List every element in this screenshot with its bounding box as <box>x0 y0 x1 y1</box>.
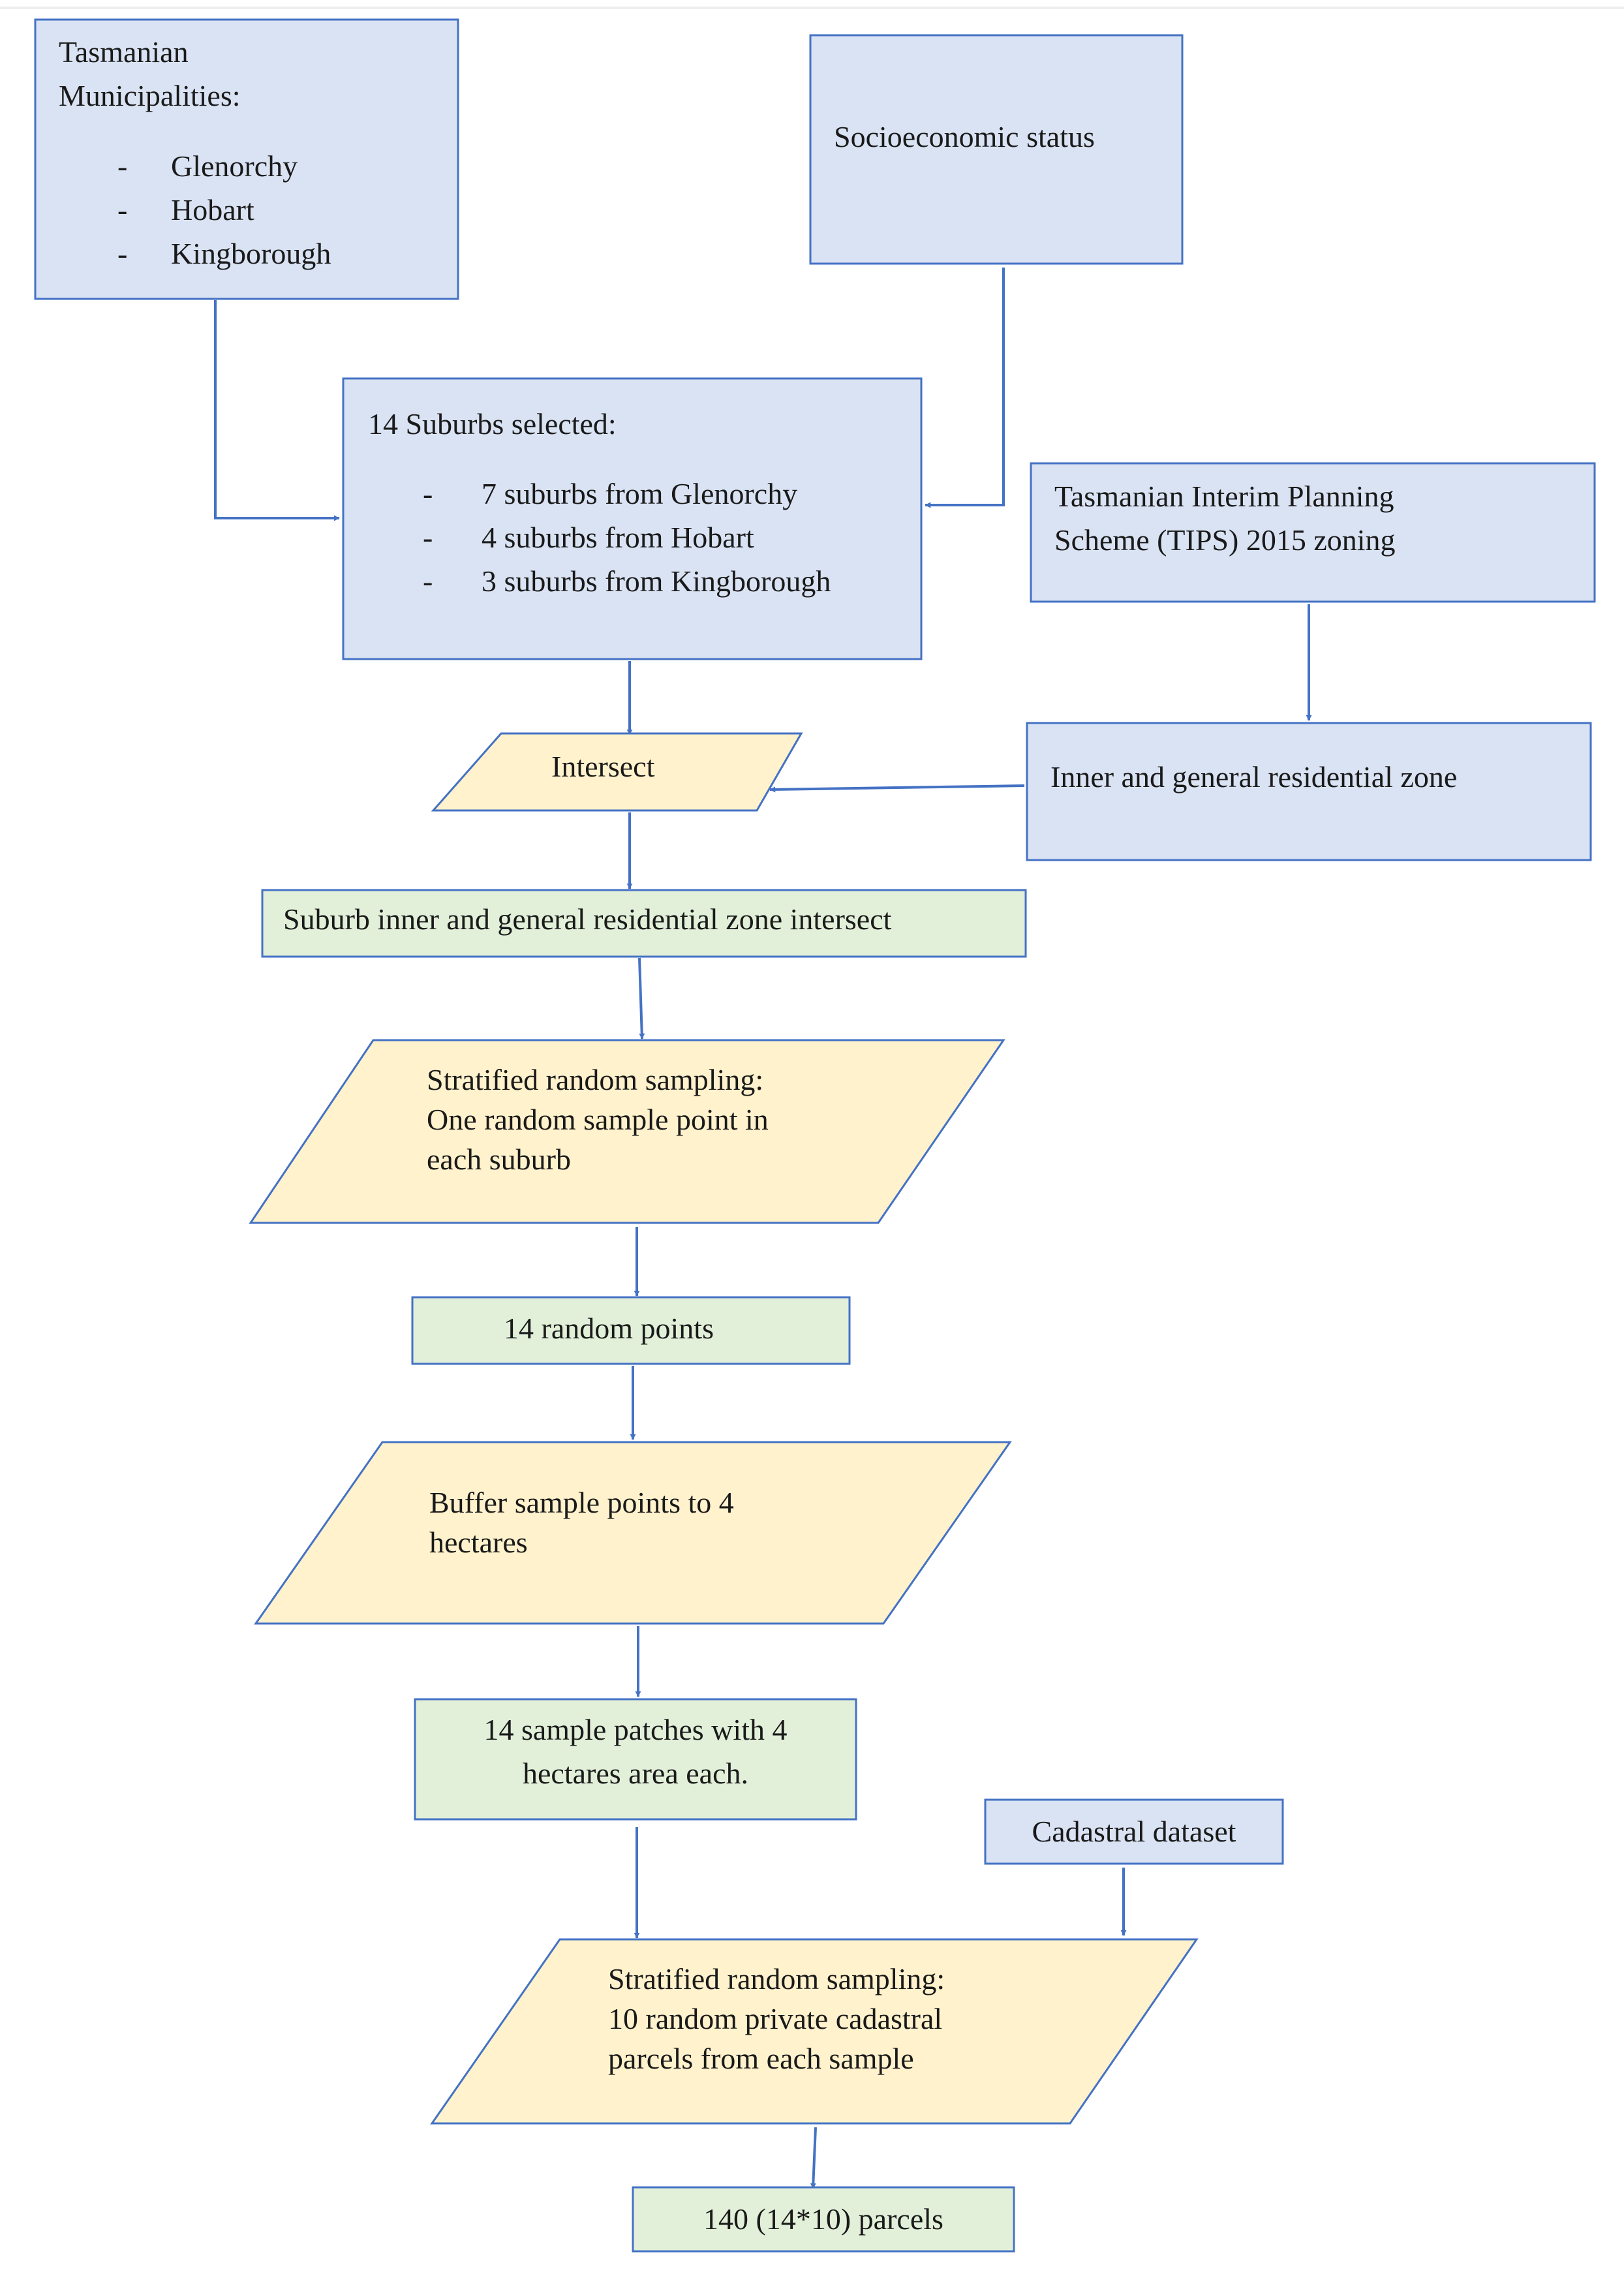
suburbs-title: 14 Suburbs selected: <box>368 407 617 440</box>
buffer-shape: Buffer sample points to 4 hectares <box>254 1441 1012 1625</box>
stratified-sampling-1-line-3: each suburb <box>427 1143 571 1176</box>
socioeconomic-box-shape <box>809 34 1184 265</box>
arrow-zone-intersect-to-sampling-1 <box>638 957 645 1040</box>
connectors <box>214 268 1312 2189</box>
stratified-sampling-2-line-1: Stratified random sampling: <box>608 1962 945 1995</box>
residential-zone-label: Inner and general residential zone <box>1050 760 1457 793</box>
intersect-parallelogram <box>431 732 803 812</box>
cadastral-label: Cadastral dataset <box>1032 1815 1236 1848</box>
stratified-sampling-1-shape: Stratified random sampling: One random s… <box>249 1039 1005 1224</box>
tips-box: Tasmanian Interim Planning Scheme (TIPS)… <box>1030 462 1596 603</box>
municipalities-box: Tasmanian Municipalities: - Glenorchy - … <box>34 18 459 300</box>
buffer-line-1: Buffer sample points to 4 <box>429 1486 734 1519</box>
stratified-sampling-2-parallelogram <box>430 1938 1199 2125</box>
cadastral-box-shape <box>984 1798 1284 1865</box>
stratified-sampling-1-line-1: Stratified random sampling: <box>427 1063 763 1096</box>
bullet-dash: - <box>423 477 433 510</box>
municipalities-title-line-1: Tasmanian <box>59 35 189 69</box>
stratified-sampling-2-line-2: 10 random private cadastral <box>608 2002 942 2035</box>
parcels-label: 140 (14*10) parcels <box>703 2202 943 2236</box>
arrow-sampling-2-to-parcels <box>810 2127 817 2189</box>
bullet-dash: - <box>117 149 127 183</box>
municipality-item: Hobart <box>171 193 254 226</box>
suburbs-item: 3 suburbs from Kingborough <box>482 564 831 598</box>
bullet-dash: - <box>423 564 433 598</box>
tips-line-1: Tasmanian Interim Planning <box>1054 480 1394 513</box>
socioeconomic-box: Socioeconomic status <box>809 34 1184 265</box>
suburbs-item: 4 suburbs from Hobart <box>482 521 754 554</box>
suburbs-box-shape <box>342 377 923 660</box>
top-divider <box>0 7 1624 9</box>
zone-intersect-label: Suburb inner and general residential zon… <box>283 902 892 936</box>
buffer-parallelogram <box>254 1441 1012 1625</box>
random-points-label: 14 random points <box>504 1312 714 1345</box>
stratified-sampling-2-line-3: parcels from each sample <box>608 2042 914 2075</box>
stratified-sampling-1-parallelogram <box>249 1039 1005 1224</box>
arrow-municipalities-to-suburbs <box>214 300 340 521</box>
cadastral-box: Cadastral dataset <box>984 1798 1284 1865</box>
sample-patches-line-2: hectares area each. <box>523 1757 748 1790</box>
municipalities-box-shape <box>34 18 459 300</box>
municipality-item: Kingborough <box>171 237 331 270</box>
suburbs-item: 7 suburbs from Glenorchy <box>482 477 797 510</box>
random-points-box: 14 random points <box>411 1296 851 1365</box>
bullet-dash: - <box>117 237 127 270</box>
parcels-box: 140 (14*10) parcels <box>632 2186 1015 2253</box>
intersect-shape: Intersect <box>431 732 803 812</box>
random-points-box-shape <box>411 1296 851 1365</box>
tips-line-2: Scheme (TIPS) 2015 zoning <box>1054 523 1396 557</box>
intersect-label: Intersect <box>551 750 655 783</box>
bullet-dash: - <box>423 521 433 554</box>
stratified-sampling-1-line-2: One random sample point in <box>427 1103 769 1136</box>
buffer-line-2: hectares <box>429 1526 528 1559</box>
tips-box-shape <box>1030 462 1596 603</box>
sample-patches-line-1: 14 sample patches with 4 <box>483 1713 787 1746</box>
socioeconomic-label: Socioeconomic status <box>834 120 1095 153</box>
sample-patches-box: 14 sample patches with 4 hectares area e… <box>414 1698 857 1821</box>
zone-intersect-box-shape <box>261 889 1027 958</box>
zone-intersect-box: Suburb inner and general residential zon… <box>261 889 1027 958</box>
residential-zone-box-shape <box>1026 722 1592 861</box>
stratified-sampling-2-shape: Stratified random sampling: 10 random pr… <box>430 1938 1199 2125</box>
arrow-residential-zone-to-intersect <box>769 784 1025 793</box>
arrow-socioeconomic-to-suburbs <box>925 268 1005 508</box>
municipality-item: Glenorchy <box>171 149 298 183</box>
bullet-dash: - <box>117 193 127 226</box>
residential-zone-box: Inner and general residential zone <box>1026 722 1592 861</box>
parcels-box-shape <box>632 2186 1015 2253</box>
municipalities-title-line-2: Municipalities: <box>59 79 241 112</box>
suburbs-box: 14 Suburbs selected: - 7 suburbs from Gl… <box>342 377 923 660</box>
sample-patches-box-shape <box>414 1698 857 1821</box>
